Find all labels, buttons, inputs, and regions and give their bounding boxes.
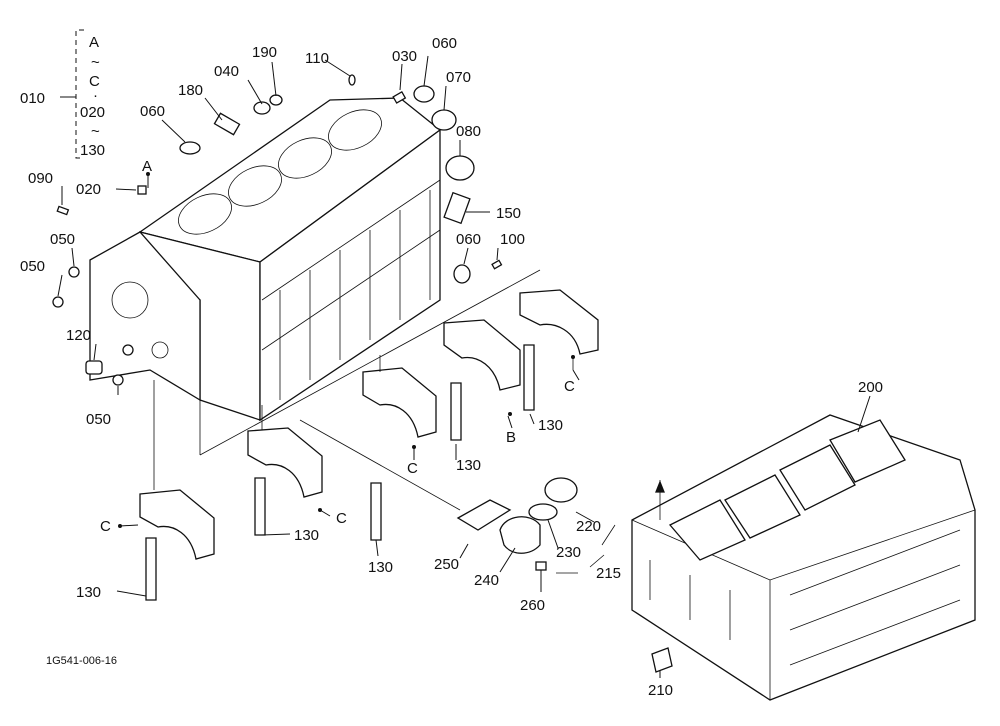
callout-C-front2: C bbox=[336, 510, 347, 527]
callout-C-rear: C bbox=[564, 378, 575, 395]
callout-220: 220 bbox=[576, 518, 601, 535]
callout-080: 080 bbox=[456, 123, 481, 140]
callout-230: 230 bbox=[556, 544, 581, 561]
callout-210: 210 bbox=[648, 682, 673, 699]
callout-130-b: 130 bbox=[456, 457, 481, 474]
callout-030: 030 bbox=[392, 48, 417, 65]
callout-060-left: 060 bbox=[140, 103, 165, 120]
callout-130-front2: 130 bbox=[294, 527, 319, 544]
callout-C-front: C bbox=[100, 518, 111, 535]
callout-215: 215 bbox=[596, 565, 621, 582]
callout-130-mid: 130 bbox=[368, 559, 393, 576]
callout-020: 020 bbox=[76, 181, 101, 198]
group-range-line-2: ~ bbox=[91, 54, 100, 71]
callout-250: 250 bbox=[434, 556, 459, 573]
group-range-line-5: 020 bbox=[80, 104, 105, 121]
callout-110: 110 bbox=[305, 50, 329, 67]
callout-130-rear: 130 bbox=[538, 417, 563, 434]
callout-dots bbox=[118, 172, 575, 528]
callout-050-mid: 050 bbox=[20, 258, 45, 275]
callout-190: 190 bbox=[252, 44, 277, 61]
callout-150: 150 bbox=[496, 205, 521, 222]
callout-labels: 190 110 030 060 040 180 070 060 080 A 09… bbox=[20, 35, 883, 699]
callout-130-front: 130 bbox=[76, 584, 101, 601]
callout-260: 260 bbox=[520, 597, 545, 614]
callout-090: 090 bbox=[28, 170, 53, 187]
callout-180: 180 bbox=[178, 82, 203, 99]
group-range-line-6: ~ bbox=[91, 123, 100, 140]
callout-200: 200 bbox=[858, 379, 883, 396]
bearing-cap-mid bbox=[362, 367, 437, 541]
callout-A: A bbox=[142, 158, 152, 175]
group-range-line-1: A bbox=[89, 34, 99, 51]
callout-120: 120 bbox=[66, 327, 91, 344]
group-range-line-7: 130 bbox=[80, 142, 105, 159]
cylinder-block-drawing bbox=[89, 97, 541, 456]
callout-060-top: 060 bbox=[432, 35, 457, 52]
bearing-cap-front2 bbox=[247, 427, 323, 536]
alignment-lines bbox=[153, 355, 461, 511]
callout-240: 240 bbox=[474, 572, 499, 589]
leader-lines bbox=[57, 55, 871, 678]
bearing-cap-front bbox=[139, 489, 215, 601]
callout-040: 040 bbox=[214, 63, 239, 80]
callout-B: B bbox=[506, 429, 516, 446]
callout-100: 100 bbox=[500, 231, 525, 248]
callout-050-lower: 050 bbox=[86, 411, 111, 428]
callout-050-upper: 050 bbox=[50, 231, 75, 248]
group-range-line-3: C bbox=[89, 73, 100, 90]
lower-crankcase-drawing bbox=[631, 414, 976, 701]
bearing-cap-rear bbox=[519, 289, 599, 411]
group-number-label: 010 bbox=[20, 90, 45, 107]
up-arrow-icon bbox=[655, 480, 665, 493]
group-bracket-010: 010 A ~ C · 020 ~ 130 bbox=[20, 29, 105, 159]
drawing-code: 1G541-006-16 bbox=[46, 655, 117, 667]
callout-070: 070 bbox=[446, 69, 471, 86]
callout-C-mid: C bbox=[407, 460, 418, 477]
water-flange-group bbox=[456, 477, 616, 574]
bearing-cap-b bbox=[443, 319, 521, 441]
group-range-line-4: · bbox=[93, 87, 98, 104]
callout-060-right: 060 bbox=[456, 231, 481, 248]
